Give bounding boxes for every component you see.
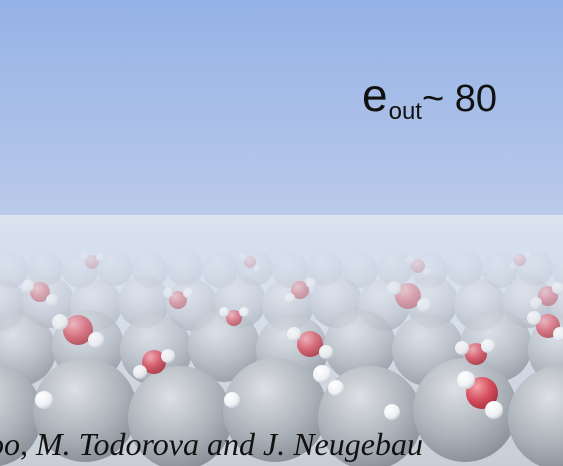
epsilon-symbol: e bbox=[362, 69, 388, 121]
value-text: ~ 80 bbox=[421, 78, 497, 120]
author-credit: oo, M. Todorova and J. Neugebau bbox=[0, 426, 423, 462]
permittivity-label: eout~ 80 bbox=[362, 69, 497, 124]
out-subscript: out bbox=[388, 98, 422, 125]
